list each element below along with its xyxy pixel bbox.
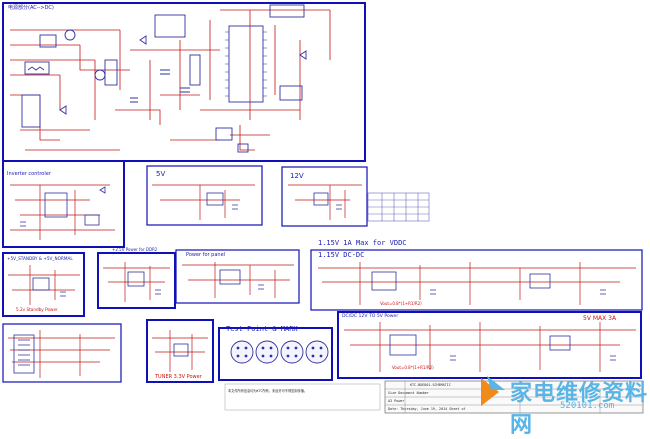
- inverter-block-frame: [2, 160, 125, 248]
- panel-block-frame: [175, 249, 300, 304]
- vddc-block-subtitle: 1.15V DC-DC: [318, 251, 365, 259]
- title-block-row-1: KTC-BOE801-SCHEMATIC: [410, 383, 451, 387]
- inverter-block-label: Inverter controler: [7, 171, 51, 177]
- vddc-caption: Vout=0.8*(1+R1/R2): [380, 301, 422, 306]
- title-block-row-4: Date: Thursday, June 19, 2014 Sheet of: [388, 407, 466, 411]
- ddr-block-label: +2.5V Power for DDR2: [112, 247, 158, 252]
- test-point-mark-3: [280, 340, 304, 364]
- tuner-block-frame: [146, 319, 214, 383]
- power-block-label: 电源部分(AC-->DC): [8, 5, 54, 11]
- tuner-block-footer: TUNER 3.3V Power: [155, 374, 202, 380]
- vddc-block-frame: [310, 249, 643, 311]
- schematic-sheet: [2, 2, 644, 414]
- watermark-url: 520101.com: [560, 401, 615, 411]
- bottom-left-block-frame: [2, 323, 122, 383]
- dcdc-caption: Vout=0.8*(1+R1/R2): [392, 365, 434, 370]
- title-block-row-2: Size Document Number: [388, 391, 429, 395]
- standby-block-frame: [2, 252, 85, 317]
- test-point-mark-4: [305, 340, 329, 364]
- dcdc-block-label: DC/DC 12V TO 5V Power: [342, 314, 399, 319]
- dcdc-max-label: 5V MAX 3A: [583, 315, 617, 322]
- power-block-frame: [2, 2, 366, 162]
- five-v-block-frame: [146, 165, 263, 226]
- test-point-mark-2: [255, 340, 279, 364]
- ddr-block-frame: [97, 252, 176, 309]
- title-block-row-3: A3 Power: [388, 399, 405, 403]
- standby-block-label: +5V_STANDBY & +5V_NORMAL: [7, 256, 73, 261]
- watermark-logo-icon: [481, 376, 505, 406]
- test-point-block-frame: [218, 327, 333, 381]
- test-point-mark-1: [230, 340, 254, 364]
- vddc-block-title: 1.15V 1A Max for VDDC: [318, 239, 407, 247]
- twelve-v-block-frame: [281, 166, 368, 227]
- standby-block-footer: 5.2v Standby Power: [16, 307, 58, 312]
- test-point-block-label: Test Point & MARK: [226, 325, 298, 333]
- twelve-v-block-label: 12V: [290, 172, 304, 180]
- panel-block-label: Power for panel: [186, 252, 226, 258]
- notes-text: 本文件所有信息均为KTC所有，未经许可不得复制传播。: [228, 389, 308, 393]
- five-v-block-label: 5V: [156, 170, 166, 178]
